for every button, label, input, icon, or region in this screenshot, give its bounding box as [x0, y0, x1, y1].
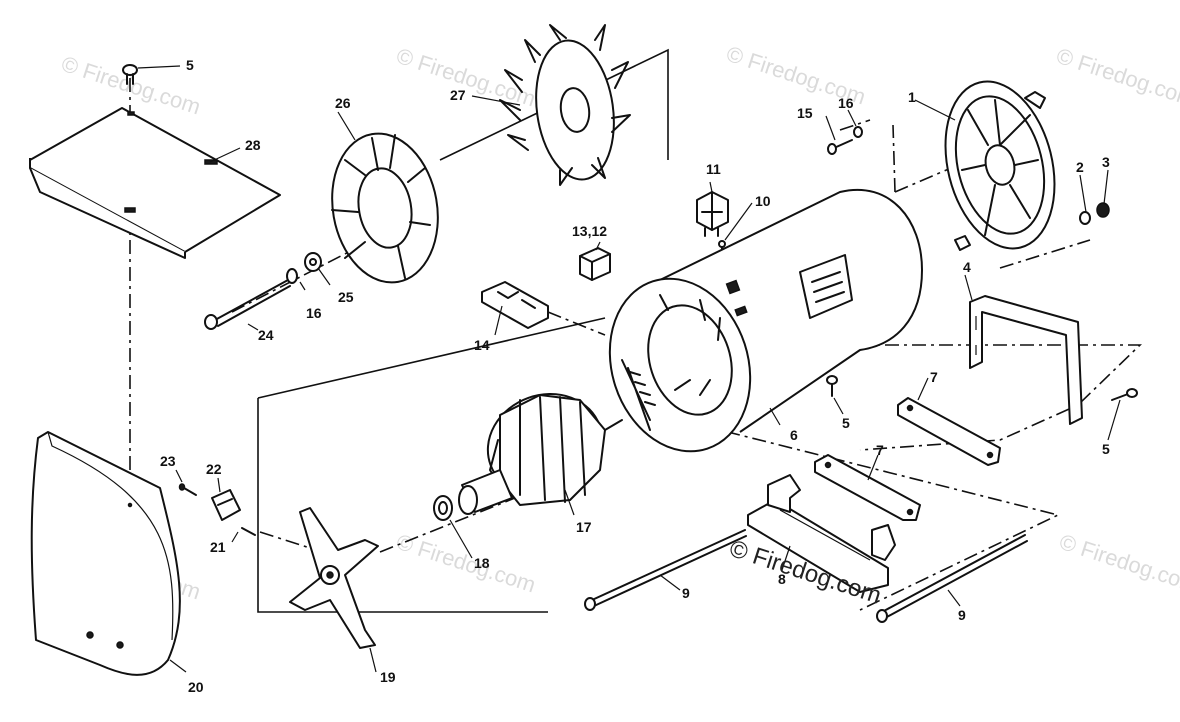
screw-icon [122, 64, 138, 85]
callout-11: 11 [706, 161, 721, 177]
screw-icon [827, 139, 853, 155]
callout-17: 17 [576, 519, 592, 535]
watermark-text: © Firedog.com [393, 529, 538, 597]
callout-16: 16 [838, 95, 854, 111]
callout-9: 9 [958, 607, 966, 623]
nut-icon [1096, 202, 1110, 218]
top-cover-plate [29, 107, 281, 259]
callout-5: 5 [1102, 441, 1110, 457]
watermark-text: © Firedog.com [1053, 43, 1180, 111]
link-bar [814, 454, 921, 521]
lock-washer-icon [853, 126, 863, 138]
bearing-icon [433, 495, 453, 521]
callout-23: 23 [160, 453, 176, 469]
callout-14: 14 [474, 337, 490, 353]
cooling-fan [499, 24, 631, 186]
callout-4: 4 [963, 259, 971, 275]
callout-28: 28 [245, 137, 261, 153]
callout-2: 2 [1076, 159, 1084, 175]
callout-10: 10 [755, 193, 771, 209]
callout-21: 21 [210, 539, 226, 555]
callout-6: 6 [790, 427, 798, 443]
flat-washer-icon [304, 252, 322, 272]
callout-1: 1 [908, 89, 916, 105]
threaded-rod [584, 529, 747, 611]
star-coupling [289, 507, 379, 649]
capacitor-block [579, 247, 611, 281]
callout-labels: 1 2 3 4 5 5 5 6 7 7 8 9 9 10 11 13,12 14… [160, 57, 1110, 695]
callout-13-12: 13,12 [572, 223, 607, 239]
mounting-bracket [481, 281, 549, 329]
callout-24: 24 [258, 327, 274, 343]
switch-box [696, 191, 729, 237]
terminal-block [211, 489, 241, 521]
callout-7: 7 [876, 442, 884, 458]
callout-16: 16 [306, 305, 322, 321]
washer-icon [1079, 211, 1091, 225]
spring-pin-icon [241, 527, 256, 536]
callout-7: 7 [930, 369, 938, 385]
callout-9: 9 [682, 585, 690, 601]
callout-20: 20 [188, 679, 204, 695]
callout-26: 26 [335, 95, 351, 111]
motor-bracket [969, 295, 1083, 425]
callout-15: 15 [797, 105, 813, 121]
screw-icon [826, 375, 838, 397]
watermark-text: © Firedog.com [58, 51, 203, 119]
callout-5: 5 [186, 57, 194, 73]
base-plate [747, 474, 896, 593]
fan-shroud [331, 132, 439, 284]
armature-rotor [458, 392, 623, 515]
callout-19: 19 [380, 669, 396, 685]
link-bar [897, 397, 1001, 466]
leader-lines [137, 65, 1121, 673]
callout-22: 22 [206, 461, 222, 477]
long-bolt [204, 279, 291, 330]
screw-icon [178, 483, 197, 496]
end-bell [944, 80, 1056, 251]
lock-washer-icon [286, 268, 298, 284]
callout-18: 18 [474, 555, 490, 571]
screw-icon [1111, 388, 1138, 401]
callout-27: 27 [450, 87, 466, 103]
motor-housing [608, 189, 923, 453]
threaded-rod [876, 534, 1028, 623]
callout-3: 3 [1102, 154, 1110, 170]
callout-5: 5 [842, 415, 850, 431]
callout-8: 8 [778, 571, 786, 587]
watermark-text: © Firedog.com [1056, 529, 1180, 597]
side-cover [30, 431, 181, 676]
callout-25: 25 [338, 289, 354, 305]
